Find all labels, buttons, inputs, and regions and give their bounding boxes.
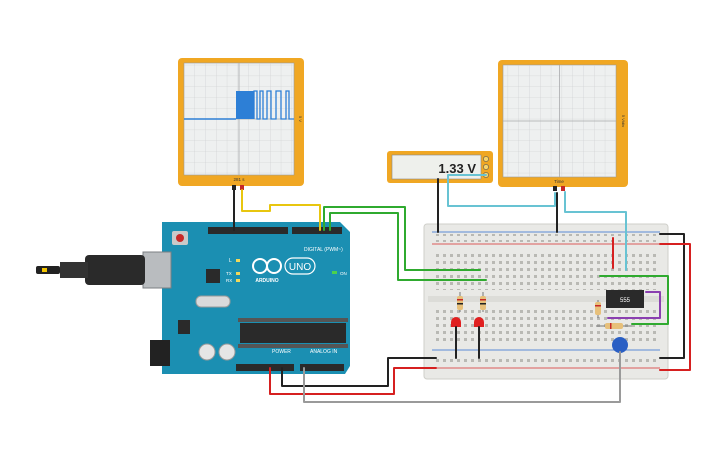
wire-cyan-multimeter[interactable] xyxy=(447,174,556,207)
crystal-oscillator xyxy=(195,295,231,308)
scope-right-terminal-neg[interactable] xyxy=(553,186,557,191)
oscilloscope-left[interactable]: 281 s 5 V xyxy=(178,58,304,190)
scope-left-terminal-pos[interactable] xyxy=(240,185,244,190)
resistor-3[interactable] xyxy=(595,300,601,318)
multimeter-reading: 1.33 V xyxy=(438,161,476,176)
scope-left-time-label: 281 s xyxy=(233,177,245,182)
oscilloscope-right[interactable]: Time 5 V/div xyxy=(498,60,628,191)
power-jack[interactable] xyxy=(150,340,170,366)
wire-red-5v[interactable] xyxy=(269,367,437,395)
l-label: L xyxy=(229,258,232,264)
led-2[interactable] xyxy=(474,317,484,327)
wire-cyan-scope[interactable] xyxy=(564,191,627,271)
resistor-4[interactable] xyxy=(596,323,632,329)
capacitor-ceramic[interactable] xyxy=(612,337,628,353)
wire-green-3[interactable] xyxy=(599,275,669,325)
digital-header-right[interactable] xyxy=(292,227,342,234)
ic-555[interactable]: 555 xyxy=(606,290,644,308)
breadboard-bottom-rails[interactable] xyxy=(436,355,658,363)
arduino-model: UNO xyxy=(289,262,311,273)
arduino-logo-icon xyxy=(252,258,282,274)
scope-left-terminal-neg[interactable] xyxy=(232,185,236,190)
wire-green-2[interactable] xyxy=(329,212,487,281)
wire-red-rail[interactable] xyxy=(659,243,691,371)
tx-label: TX xyxy=(226,271,232,276)
capacitor-1 xyxy=(198,343,216,361)
resistor-2[interactable] xyxy=(480,292,486,312)
breadboard-bottom-terminals[interactable] xyxy=(436,306,658,344)
ic-label: 555 xyxy=(620,298,631,304)
resistor-1[interactable] xyxy=(457,292,463,312)
multimeter-terminal-com[interactable] xyxy=(483,164,489,170)
power-header[interactable] xyxy=(236,364,294,371)
usb-cable[interactable] xyxy=(36,255,145,285)
arduino-brand: ARDUINO xyxy=(255,278,278,284)
arduino-board[interactable]: DIGITAL (PWM~) L TX RX ARDUINO UNO ON xyxy=(142,222,350,374)
rx-label: RX xyxy=(226,278,232,283)
led-1[interactable] xyxy=(451,317,461,327)
usb-chip xyxy=(206,269,220,283)
scope-left-side-label: 5 V xyxy=(298,116,303,122)
multimeter-terminal-a[interactable] xyxy=(483,156,489,162)
analog-header[interactable] xyxy=(300,364,344,371)
power-label: POWER xyxy=(272,349,291,355)
wire-purple[interactable] xyxy=(607,291,661,319)
breadboard-center-channel xyxy=(428,296,664,302)
usb-port[interactable] xyxy=(142,251,172,289)
breadboard-top-rails[interactable] xyxy=(436,234,658,242)
wire-gray-a0[interactable] xyxy=(303,351,621,403)
scope-left-waveform xyxy=(184,90,294,120)
digital-label: DIGITAL (PWM~) xyxy=(304,247,343,253)
on-label: ON xyxy=(340,271,347,276)
analog-label: ANALOG IN xyxy=(310,349,338,355)
atmega-chip xyxy=(240,323,346,343)
wire-black-gnd[interactable] xyxy=(281,357,437,387)
scope-right-terminal-pos[interactable] xyxy=(561,186,565,191)
scope-right-time-label: Time xyxy=(554,179,564,184)
multimeter[interactable]: 1.33 V xyxy=(387,151,493,183)
voltage-regulator xyxy=(178,320,190,334)
wire-yellow[interactable] xyxy=(241,189,321,231)
wire-green-1[interactable] xyxy=(323,206,481,271)
scope-right-side-label: 5 V/div xyxy=(621,115,626,127)
wire-black-rail[interactable] xyxy=(659,233,685,359)
capacitor-2 xyxy=(218,343,236,361)
digital-header-left[interactable] xyxy=(208,227,288,234)
